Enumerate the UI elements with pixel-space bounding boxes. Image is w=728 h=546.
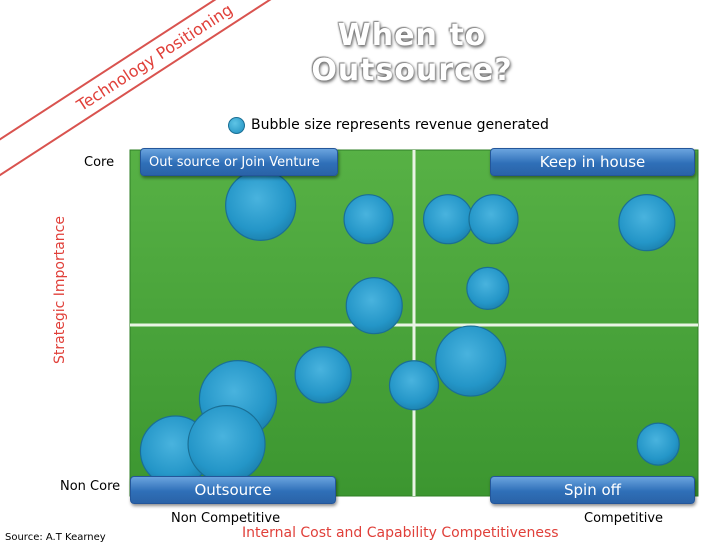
bubbles-layer bbox=[139, 169, 680, 487]
y-axis-bottom-label: Non Core bbox=[60, 479, 121, 494]
bubble-13 bbox=[187, 405, 266, 484]
bubble-3 bbox=[422, 194, 474, 245]
bubble-2 bbox=[343, 194, 394, 245]
x-axis-left-label: Non Competitive bbox=[171, 511, 281, 526]
y-axis-label: Strategic Importance bbox=[52, 216, 68, 364]
bubble-7 bbox=[466, 266, 510, 310]
bubble-legend-icon bbox=[228, 116, 245, 134]
quadrant-label-bottom-right-text: Spin off bbox=[564, 481, 621, 499]
quadrant-label-top-left: Out source or Join Venture bbox=[140, 148, 338, 176]
quadrant-label-bottom-right: Spin off bbox=[490, 476, 695, 504]
bubble-8 bbox=[294, 346, 352, 404]
y-axis-top-label: Core bbox=[84, 155, 115, 170]
x-axis-label: Internal Cost and Capability Competitive… bbox=[242, 525, 559, 541]
legend-text: Bubble size represents revenue generated bbox=[251, 117, 549, 133]
bubble-5 bbox=[618, 194, 676, 252]
bubble-6 bbox=[345, 277, 403, 335]
slide-title: When to Outsource? bbox=[311, 18, 513, 88]
legend: Bubble size represents revenue generated bbox=[228, 115, 549, 135]
bubble-9 bbox=[388, 360, 440, 411]
bubble-1 bbox=[225, 169, 297, 241]
quadrant-label-bottom-left: Outsource bbox=[130, 476, 336, 504]
quadrant-label-top-right: Keep in house bbox=[490, 148, 695, 176]
bubble-10 bbox=[435, 325, 507, 397]
quadrant-label-top-left-text: Out source or Join Venture bbox=[149, 154, 320, 170]
bubble-4 bbox=[468, 194, 519, 245]
source-note: Source: A.T Kearney bbox=[5, 532, 106, 543]
x-axis-right-label: Competitive bbox=[584, 511, 664, 526]
quadrant-label-top-right-text: Keep in house bbox=[539, 153, 646, 171]
bubble-14 bbox=[636, 422, 680, 466]
quadrant-label-bottom-left-text: Outsource bbox=[194, 481, 272, 499]
